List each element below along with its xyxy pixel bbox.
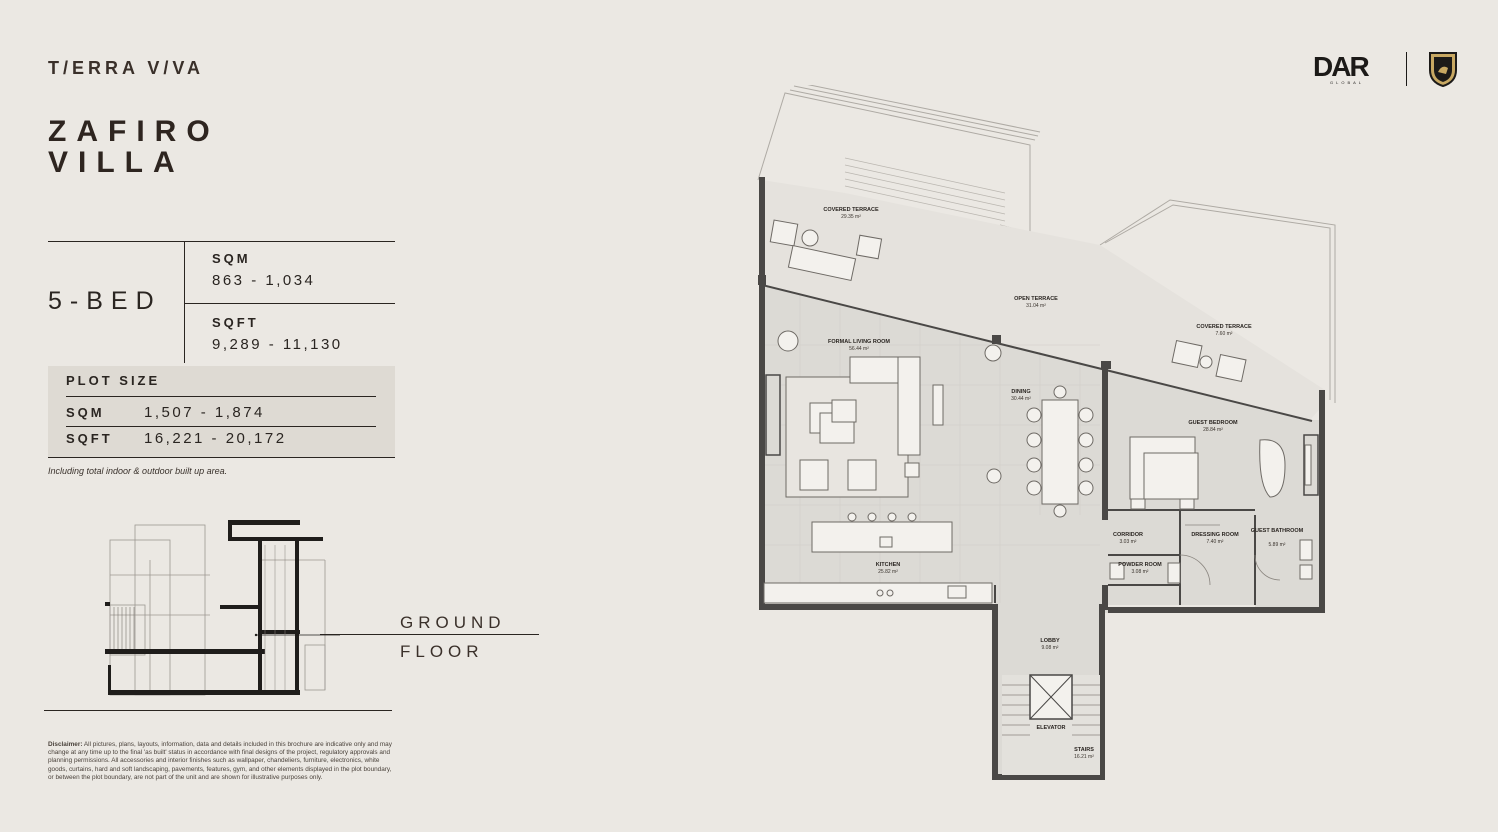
sqft-label: SQFT [212,315,259,330]
room-label-kitchen: KITCHEN [876,562,900,568]
room-area-covered-terrace-2: 7.60 m² [1216,331,1233,337]
room-label-powder-room: POWDER ROOM [1118,562,1162,568]
floor-label-line-2: FLOOR [400,642,484,661]
title-line-2: VILLA [48,146,185,179]
room-area-dressing-room: 7.40 m² [1207,539,1224,545]
disclaimer: Disclaimer: All pictures, plans, layouts… [48,741,396,782]
floor-leader-line [320,634,539,635]
spec-mid-rule [185,303,395,304]
plot-rule-1 [66,396,376,397]
room-label-covered-terrace-1: COVERED TERRACE [823,207,879,213]
room-label-dining: DINING [1011,389,1030,395]
room-area-open-terrace: 31.04 m² [1026,303,1046,309]
plot-sqm-value: 1,507 - 1,874 [144,404,265,421]
bedroom-count: 5-BED [48,287,162,315]
room-area-lobby: 9.08 m² [1042,645,1059,651]
room-area-guest-bedroom: 28.84 m² [1203,427,1223,433]
room-label-guest-bedroom: GUEST BEDROOM [1188,420,1238,426]
room-area-powder-room: 3.08 m² [1132,569,1149,575]
plot-sqft-label: SQFT [66,431,113,446]
spec-top-rule [48,241,395,242]
sqft-value: 9,289 - 11,130 [212,336,343,353]
room-label-covered-terrace-2: COVERED TERRACE [1196,324,1252,330]
room-label-dressing-room: DRESSING ROOM [1191,532,1239,538]
plot-size-box [48,366,395,457]
area-note: Including total indoor & outdoor built u… [48,466,228,476]
floor-label-line-1: GROUND [400,613,506,632]
room-area-formal-living: 56.44 m² [849,346,869,352]
room-area-stairs: 16.21 m² [1074,754,1094,760]
room-label-lobby: LOBBY [1040,638,1060,644]
section-bottom-rule [44,710,392,711]
room-label-formal-living: FORMAL LIVING ROOM [828,339,890,345]
room-area-kitchen: 25.82 m² [878,569,898,575]
brand-name: T/ERRA V/VA [48,58,205,78]
plot-sqm-label: SQM [66,405,105,420]
room-area-dining: 30.44 m² [1011,396,1031,402]
logo-divider [1406,52,1407,86]
dar-logo: DAR [1313,51,1370,82]
disclaimer-body: All pictures, plans, layouts, informatio… [48,741,392,781]
page-title: ZAFIRO VILLA [48,116,220,178]
section-elevation-drawing [90,515,340,705]
plot-bottom-rule [48,457,395,458]
room-area-guest-bathroom: 5.89 m² [1269,542,1286,548]
disclaimer-heading: Disclaimer: [48,741,83,748]
spec-divider [184,241,185,363]
sqm-value: 863 - 1,034 [212,272,316,289]
floor-plan: COVERED TERRACE OPEN TERRACE COVERED TER… [757,85,1336,780]
room-label-stairs: STAIRS [1074,747,1094,753]
room-label-elevator: ELEVATOR [1036,725,1065,731]
plot-rule-2 [66,426,376,427]
room-label-open-terrace: OPEN TERRACE [1014,296,1058,302]
room-area-covered-terrace-1: 29.35 m² [841,214,861,220]
sqm-label: SQM [212,251,251,266]
title-line-1: ZAFIRO [48,115,220,148]
lamborghini-shield-icon [1429,52,1457,88]
dar-logo-sub: GLOBAL [1330,80,1365,85]
room-area-corridor: 3.03 m² [1120,539,1137,545]
room-label-corridor: CORRIDOR [1113,532,1143,538]
plot-size-label: PLOT SIZE [66,373,161,388]
room-label-guest-bathroom: GUEST BATHROOM [1251,528,1304,534]
plot-sqft-value: 16,221 - 20,172 [144,430,287,447]
